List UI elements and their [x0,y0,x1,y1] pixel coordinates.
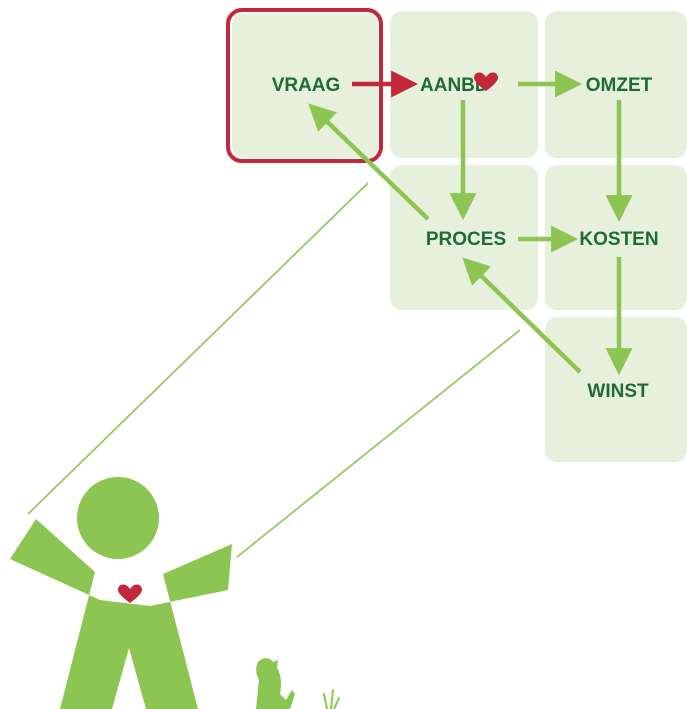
node-vraag: VRAAG [272,75,341,96]
tile-aanbod [390,11,538,158]
dog-body [256,658,295,709]
person-figure [10,477,232,709]
tile-omzet [545,11,687,158]
node-omzet: OMZET [586,75,653,96]
flow-arrows [308,70,633,376]
tile-grid [226,8,687,462]
tile-proces [390,165,538,310]
node-proces: PROCES [426,229,506,250]
tile-winst [545,317,687,462]
node-aanbod-part1: AANB [420,75,475,96]
node-kosten: KOSTEN [579,229,658,250]
grass-blade-1 [323,693,328,709]
heart-icon [474,72,498,91]
connector-line-left [27,182,369,515]
arrow-proces-vraag [308,103,430,221]
grass-icon [323,689,340,709]
person-body [10,519,232,709]
grass-blade-2 [330,689,334,709]
tile-vraag [232,13,378,158]
arrow-winst-proces [462,257,582,374]
grass-blade-3 [333,697,340,709]
connector-line-right [236,329,521,558]
tile-kosten [545,165,687,310]
node-labels: VRAAG AANBD OMZET PROCES KOSTEN WINST [272,72,659,402]
person-heart-icon [118,584,142,603]
node-winst: WINST [587,381,649,402]
person-head [77,477,159,559]
connector-lines [27,182,521,558]
dog-icon [256,658,295,709]
